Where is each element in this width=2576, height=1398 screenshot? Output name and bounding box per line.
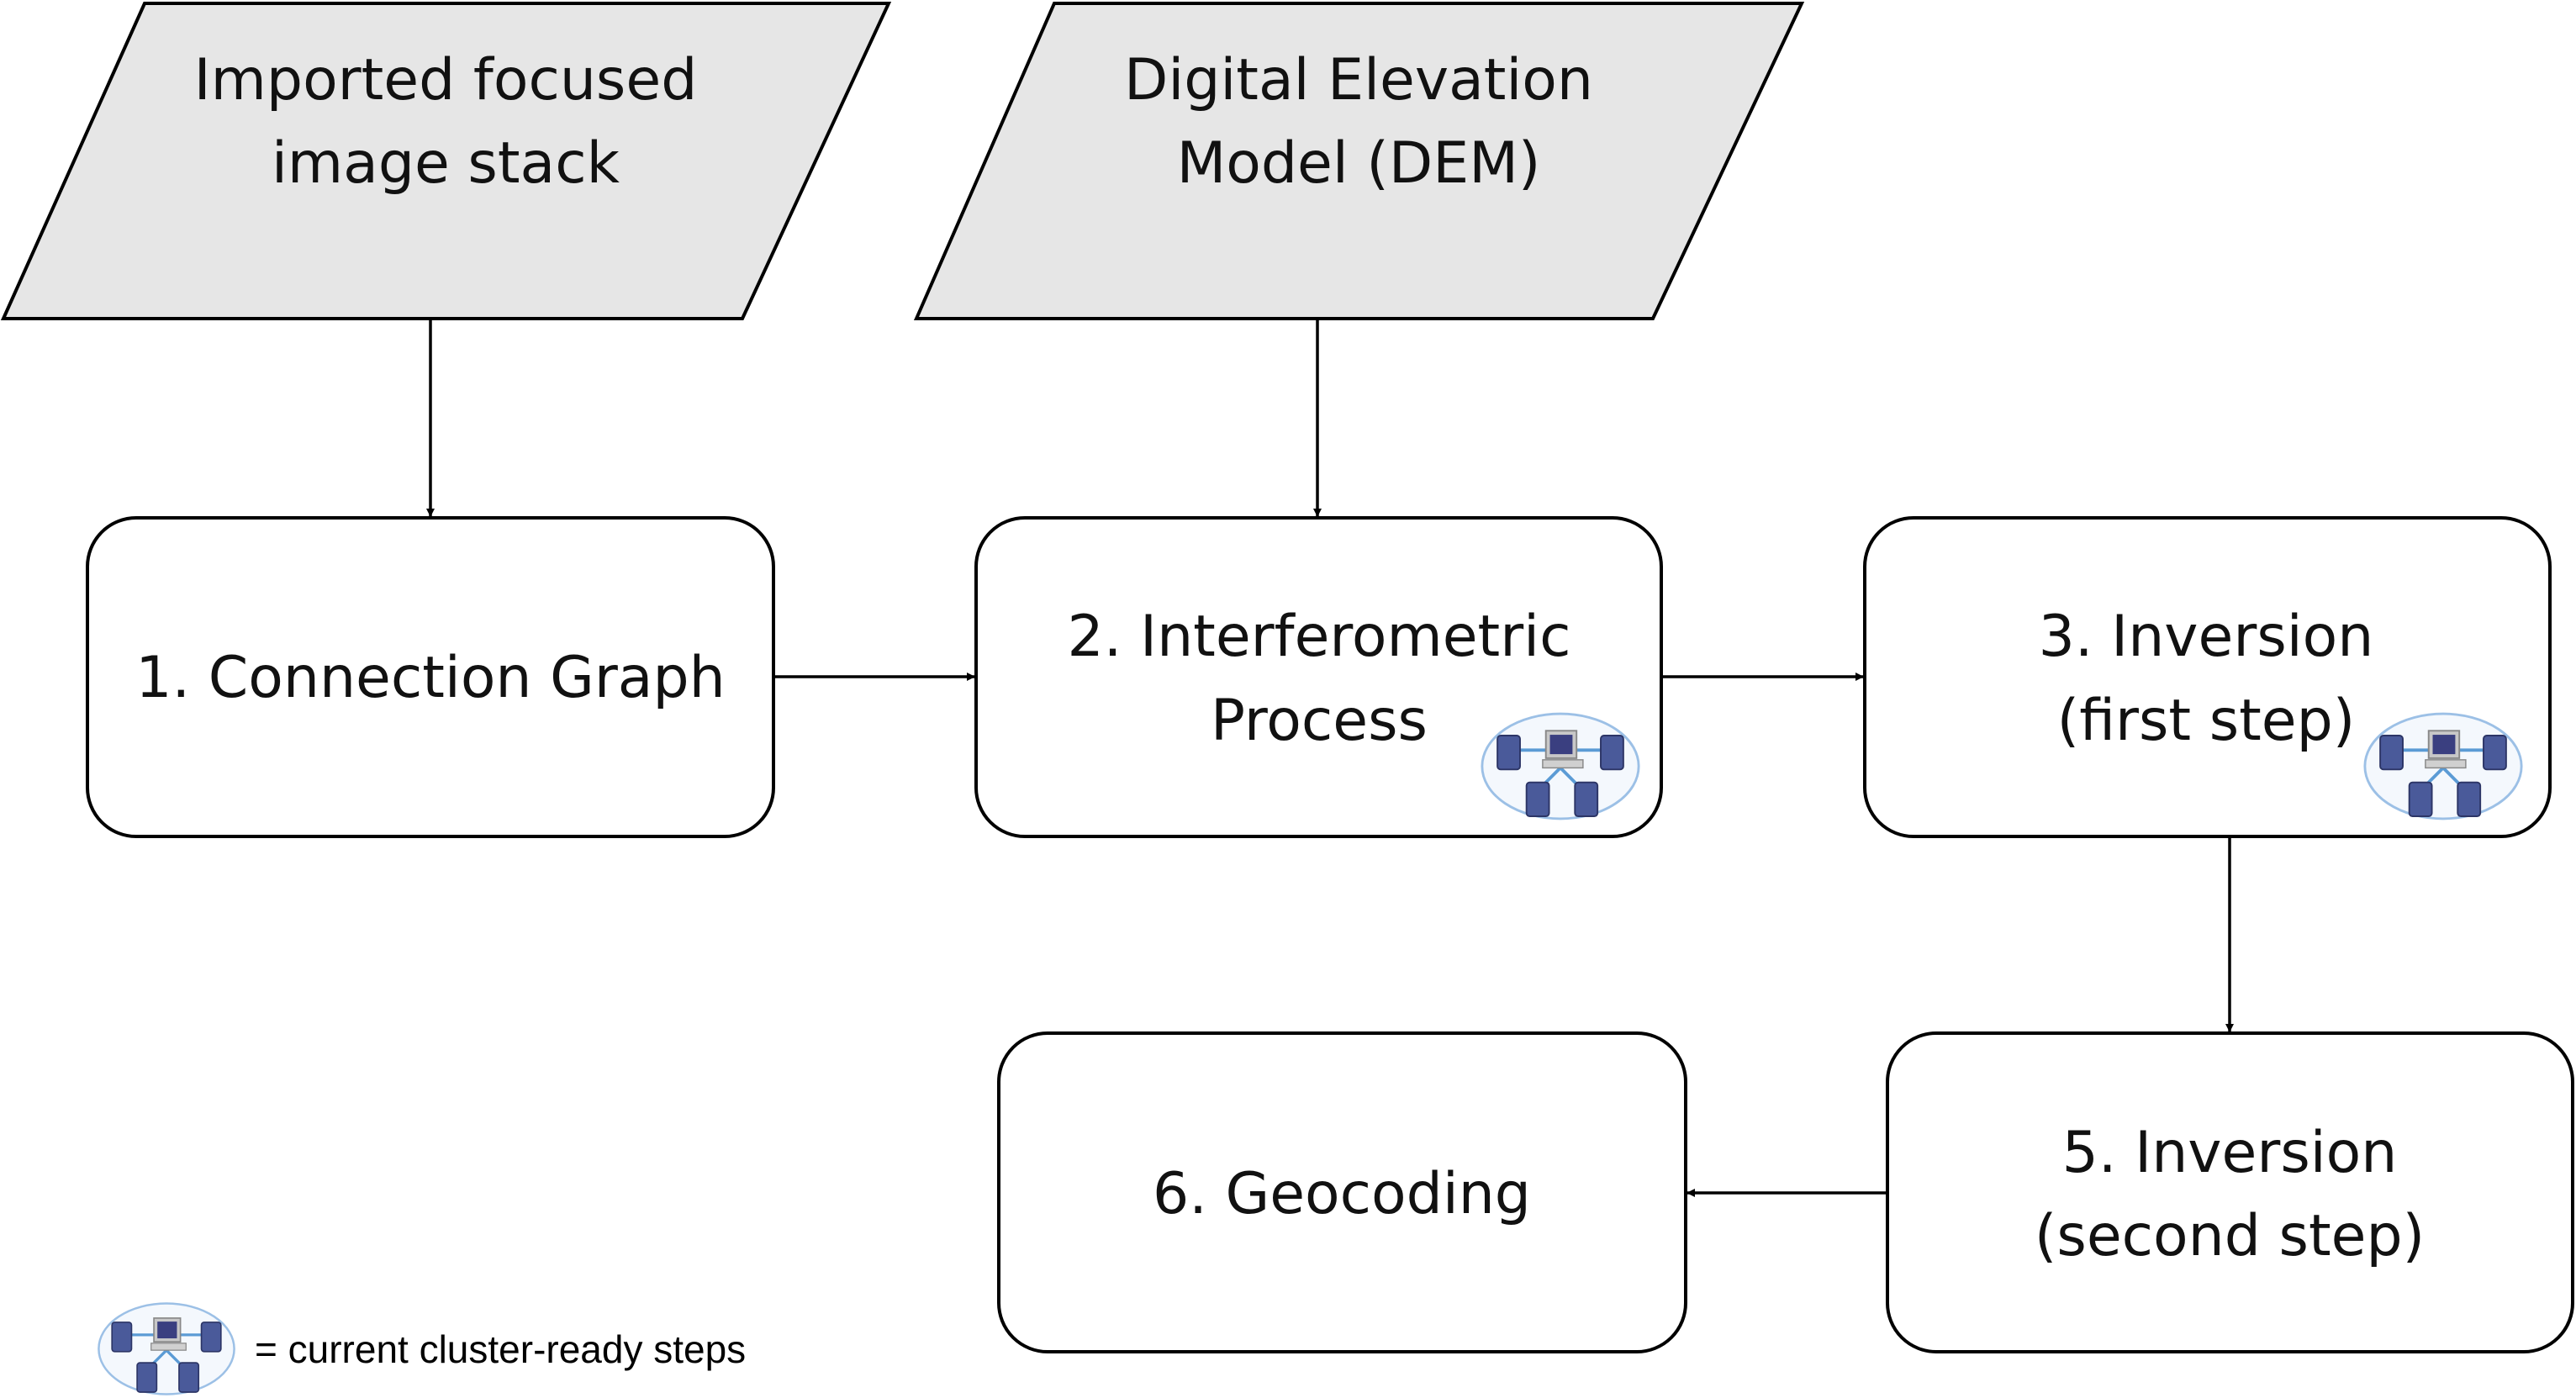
legend-text: = current cluster-ready steps	[255, 1327, 746, 1371]
legend: = current cluster-ready steps	[97, 1301, 746, 1396]
step-inversion-second: 5. Inversion (second step)	[1886, 1031, 2574, 1353]
cluster-icon	[1480, 712, 1641, 820]
step-label: 1. Connection Graph	[135, 645, 725, 711]
step-label: 5. Inversion	[2062, 1120, 2398, 1186]
step-interferometric-process: 2. Interferometric Process	[974, 516, 1663, 838]
step-inversion-first: 3. Inversion (first step)	[1863, 516, 2552, 838]
step-label: 3. Inversion	[2039, 604, 2374, 670]
step-label: 6. Geocoding	[1153, 1161, 1531, 1227]
input-label-line: image stack	[272, 130, 620, 197]
step-label: (second step)	[2035, 1203, 2425, 1269]
input-label-line: Model (DEM)	[1177, 130, 1541, 197]
cluster-icon	[2362, 712, 2524, 820]
input-dem: Digital Elevation Model (DEM)	[913, 1, 1805, 320]
input-label-line: Digital Elevation	[1124, 47, 1593, 113]
step-connection-graph: 1. Connection Graph	[86, 516, 775, 838]
input-label-line: Imported focused	[194, 47, 698, 113]
step-label: Process	[1211, 688, 1428, 754]
step-geocoding: 6. Geocoding	[997, 1031, 1687, 1353]
input-image-stack: Imported focused image stack	[0, 2, 892, 320]
cluster-icon	[97, 1301, 236, 1396]
step-label: 2. Interferometric	[1068, 604, 1571, 670]
step-label: (first step)	[2057, 688, 2356, 754]
